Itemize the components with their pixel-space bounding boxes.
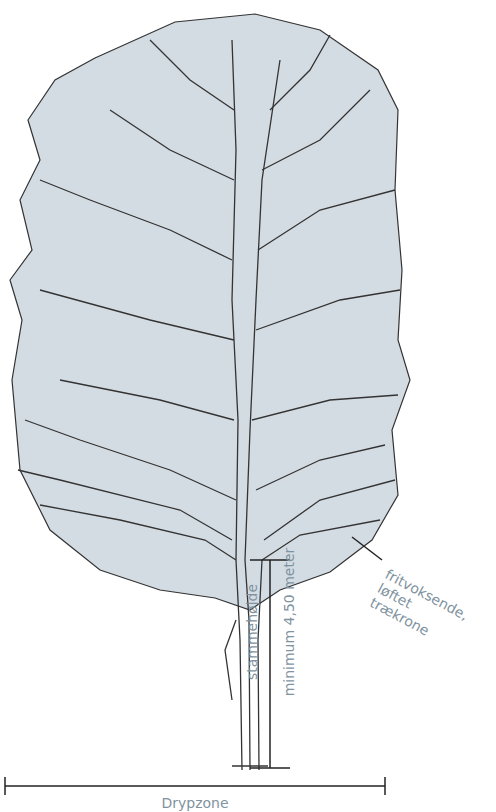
tree-crown [10, 14, 410, 610]
dimension-label: stammehøjde [244, 584, 260, 680]
tree-branches [18, 35, 400, 770]
dimension-lines [5, 537, 385, 795]
crown-label: fritvoksende, løftet trækrone [367, 566, 474, 653]
dimension-label: Drypzone [161, 795, 228, 811]
dimension-value: minimum 4,50 meter [281, 548, 297, 697]
